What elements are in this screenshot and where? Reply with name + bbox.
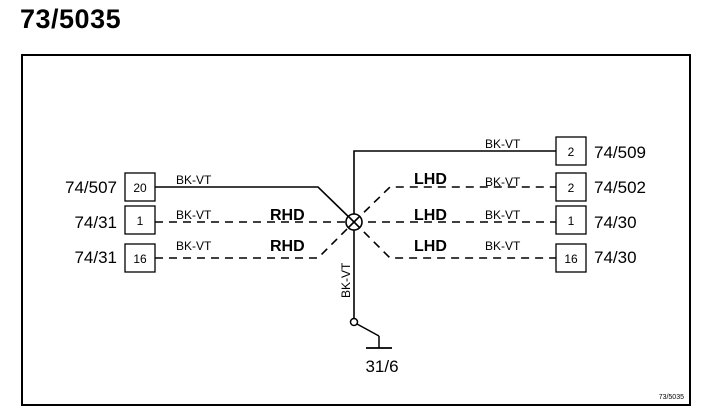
diagram-frame [21,54,691,406]
pin-number: 20 [133,181,147,195]
wire-74-507 [155,186,355,223]
page-title: 73/5035 [20,4,122,34]
pin-number: 1 [137,214,144,228]
ground-icon [349,317,392,349]
wire-74-502 [353,186,556,223]
connector-label-74-509: 74/509 [594,143,646,162]
connector-box-74-30-a [555,205,587,235]
vertical-wire-label: BK-VT [339,262,353,298]
pin-number: 1 [568,214,575,228]
wire-74-30-pin16 [353,221,556,259]
connector-box-74-507 [124,172,156,202]
lhd-label: LHD [414,238,447,255]
wire-74-31-pin16 [155,221,355,259]
connector-box-74-509 [555,136,587,166]
connector-label-74-30-a: 74/30 [594,213,637,232]
pin-number: 2 [568,181,575,195]
connector-label-74-30-b: 74/30 [594,248,637,267]
connector-box-74-31-a [124,205,156,235]
pin-number: 2 [568,145,575,159]
connector-label-74-31-b: 74/31 [74,248,117,267]
wire-color-label: BK-VT [176,208,212,222]
pin-number: 16 [564,252,578,266]
lhd-label: LHD [414,171,447,188]
wire-color-label: BK-VT [176,239,212,253]
wire-color-label: BK-VT [176,173,212,187]
rhd-label: RHD [270,238,305,255]
connector-label-74-502: 74/502 [594,178,646,197]
connector-label-74-507: 74/507 [65,178,117,197]
wire-color-label: BK-VT [485,175,521,189]
splice-icon [345,213,363,231]
connector-label-74-31-a: 74/31 [74,213,117,232]
figure-ref: 73/5035 [659,394,684,401]
rhd-label: RHD [270,207,305,224]
lhd-label: LHD [414,207,447,224]
pin-number: 16 [133,252,147,266]
ground-label: 31/6 [365,357,398,376]
wire-color-label: BK-VT [485,239,521,253]
wire-color-label: BK-VT [485,208,521,222]
wire-color-label: BK-VT [485,137,521,151]
wire-74-509 [353,150,556,222]
